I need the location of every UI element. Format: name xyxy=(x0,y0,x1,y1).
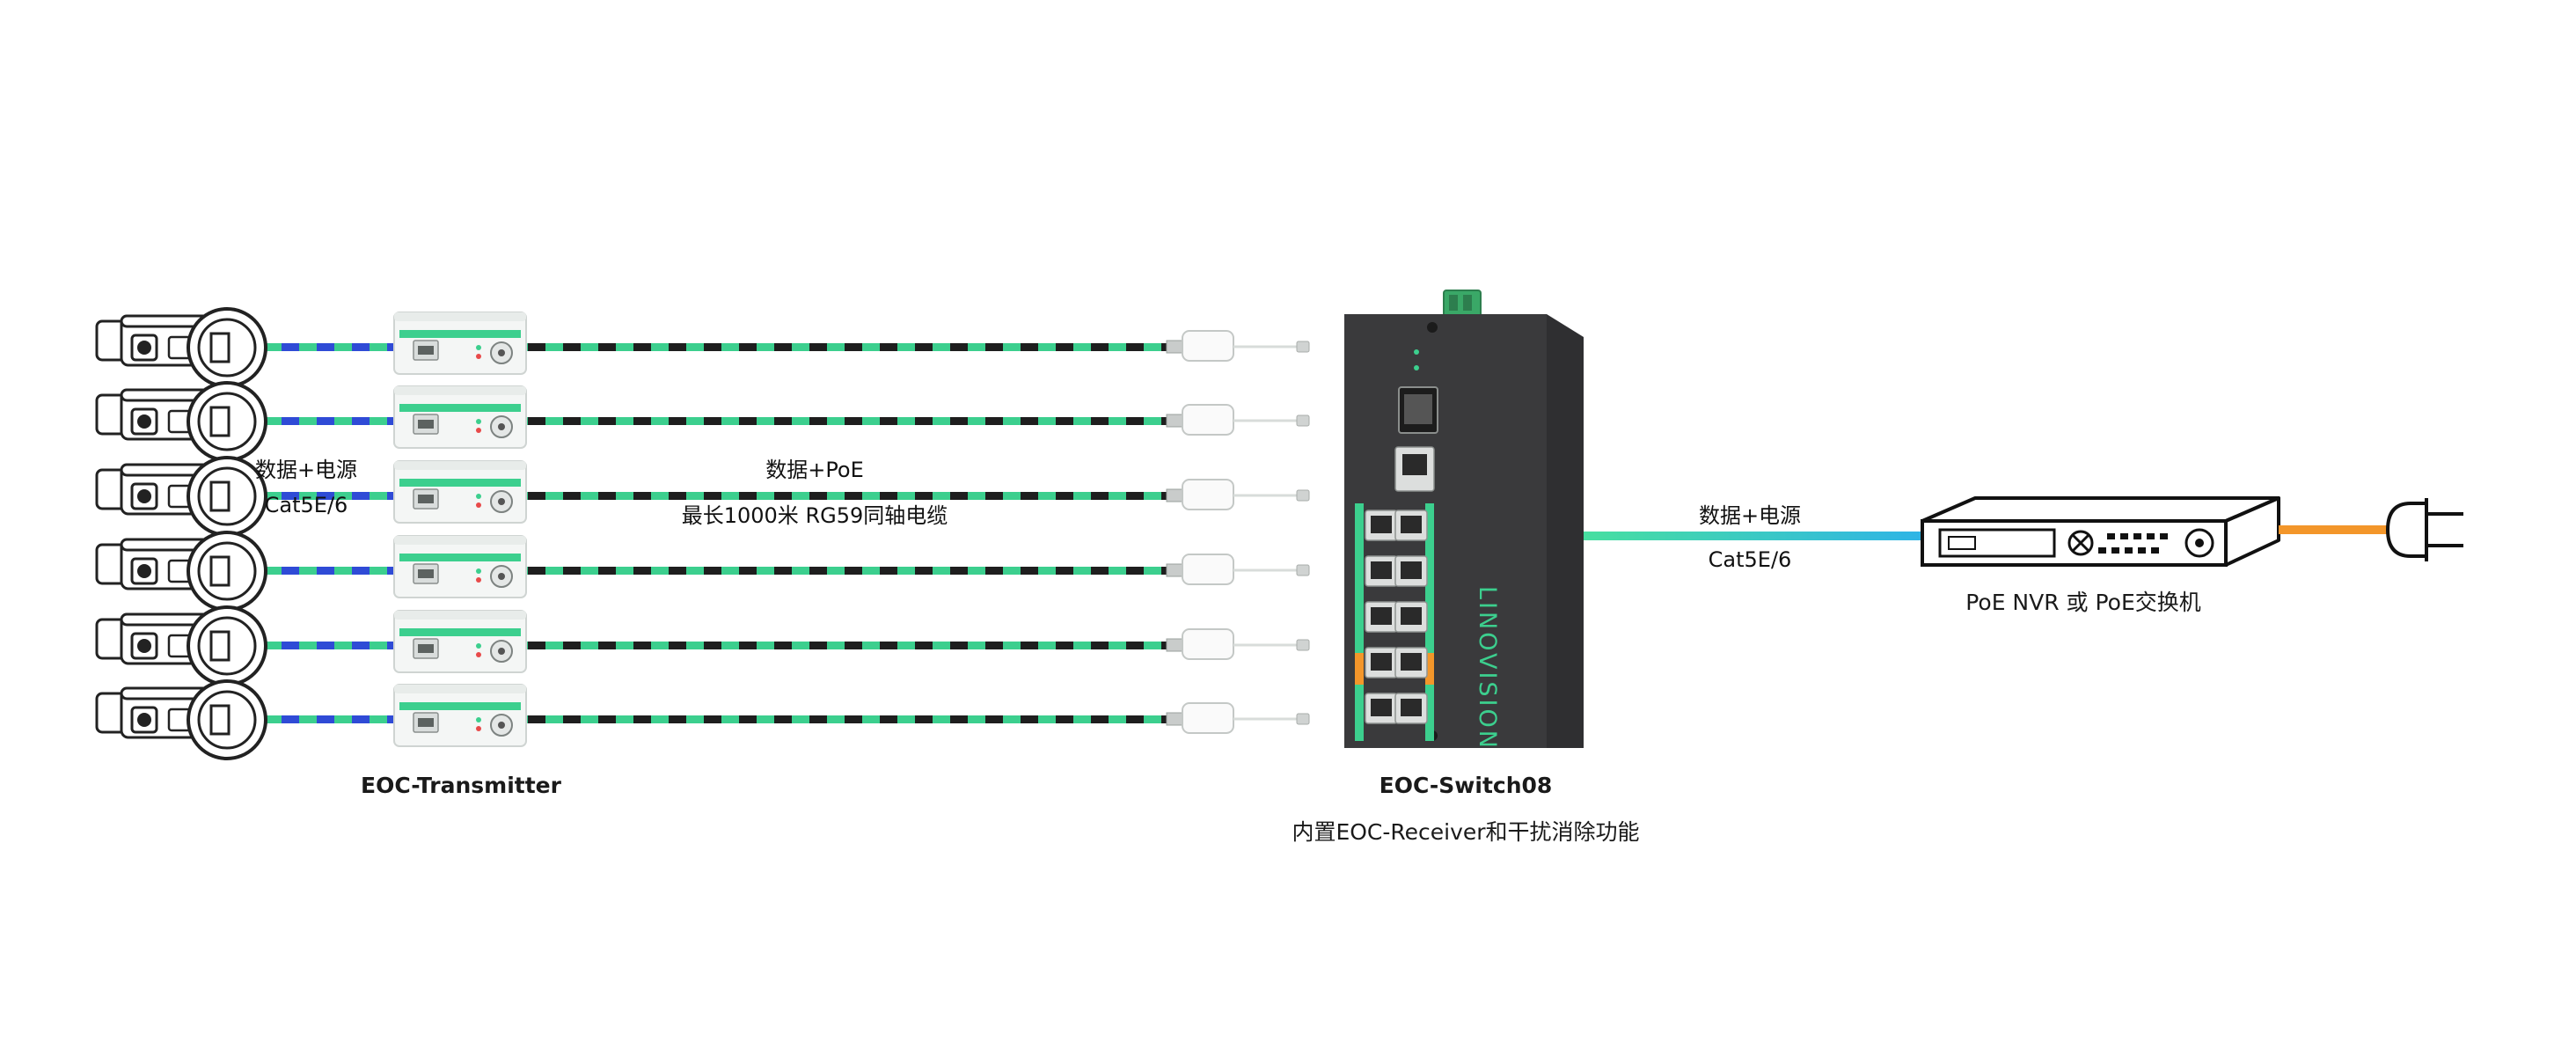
camera-row xyxy=(95,679,1311,760)
eoc-switch xyxy=(1344,290,1584,748)
eoc-transmitter-icon xyxy=(393,312,527,375)
uplink-label-1: 数据+电源 xyxy=(1698,503,1802,528)
rg59-coax-cable xyxy=(526,417,1170,425)
power-cable xyxy=(2279,525,2389,534)
eoc-transmitter-icon xyxy=(393,535,527,598)
uplink-cable xyxy=(1584,532,1922,540)
nvr-caption: PoE NVR 或 PoE交换机 xyxy=(1965,590,2201,615)
camera-row xyxy=(95,307,1311,388)
bullet-camera-icon xyxy=(95,605,267,686)
cat5e-cable xyxy=(223,343,396,351)
eoc-transmitter-icon xyxy=(393,385,527,449)
switch-caption: EOC-Switch08 xyxy=(1379,773,1553,798)
switch-brand: LINOVISION xyxy=(1474,586,1501,751)
rg59-coax-cable xyxy=(526,492,1170,500)
coax-link-label-1: 数据+PoE xyxy=(765,458,864,482)
bnc-connector-icon xyxy=(1165,627,1311,661)
cat5e-cable xyxy=(223,642,396,649)
bullet-camera-icon xyxy=(95,531,267,612)
bullet-camera-icon xyxy=(95,307,267,388)
power-plug-icon xyxy=(2386,498,2463,561)
bnc-connector-icon xyxy=(1165,478,1311,511)
camera-row xyxy=(95,605,1311,686)
bullet-camera-icon xyxy=(95,679,267,760)
transmitter-caption: EOC-Transmitter xyxy=(361,773,561,798)
rg59-coax-cable xyxy=(526,642,1170,649)
camera-row xyxy=(95,456,1311,537)
rg59-coax-cable xyxy=(526,715,1170,723)
nvr-device xyxy=(1921,496,2280,567)
cat5e-cable xyxy=(223,492,396,500)
camera-link-label-1: 数据+电源 xyxy=(254,458,358,482)
cat5e-cable xyxy=(223,715,396,723)
eoc-transmitter-icon xyxy=(393,610,527,673)
camera-row xyxy=(95,381,1311,462)
cat5e-cable xyxy=(223,417,396,425)
bullet-camera-icon xyxy=(95,456,267,537)
camera-link-label-2: Cat5E/6 xyxy=(264,493,348,517)
eoc-transmitter-icon xyxy=(393,460,527,524)
bnc-connector-icon xyxy=(1165,329,1311,363)
camera-row xyxy=(95,531,1311,612)
bullet-camera-icon xyxy=(95,381,267,462)
bnc-connector-icon xyxy=(1165,701,1311,735)
uplink-label-2: Cat5E/6 xyxy=(1708,547,1792,572)
eoc-transmitter-icon xyxy=(393,684,527,747)
rg59-coax-cable xyxy=(526,567,1170,575)
coax-link-label-2: 最长1000米 RG59同轴电缆 xyxy=(681,503,948,528)
bnc-connector-icon xyxy=(1165,403,1311,436)
rg59-coax-cable xyxy=(526,343,1170,351)
switch-description: 内置EOC-Receiver和干扰消除功能 xyxy=(1292,819,1640,845)
bnc-connector-icon xyxy=(1165,553,1311,586)
cat5e-cable xyxy=(223,567,396,575)
